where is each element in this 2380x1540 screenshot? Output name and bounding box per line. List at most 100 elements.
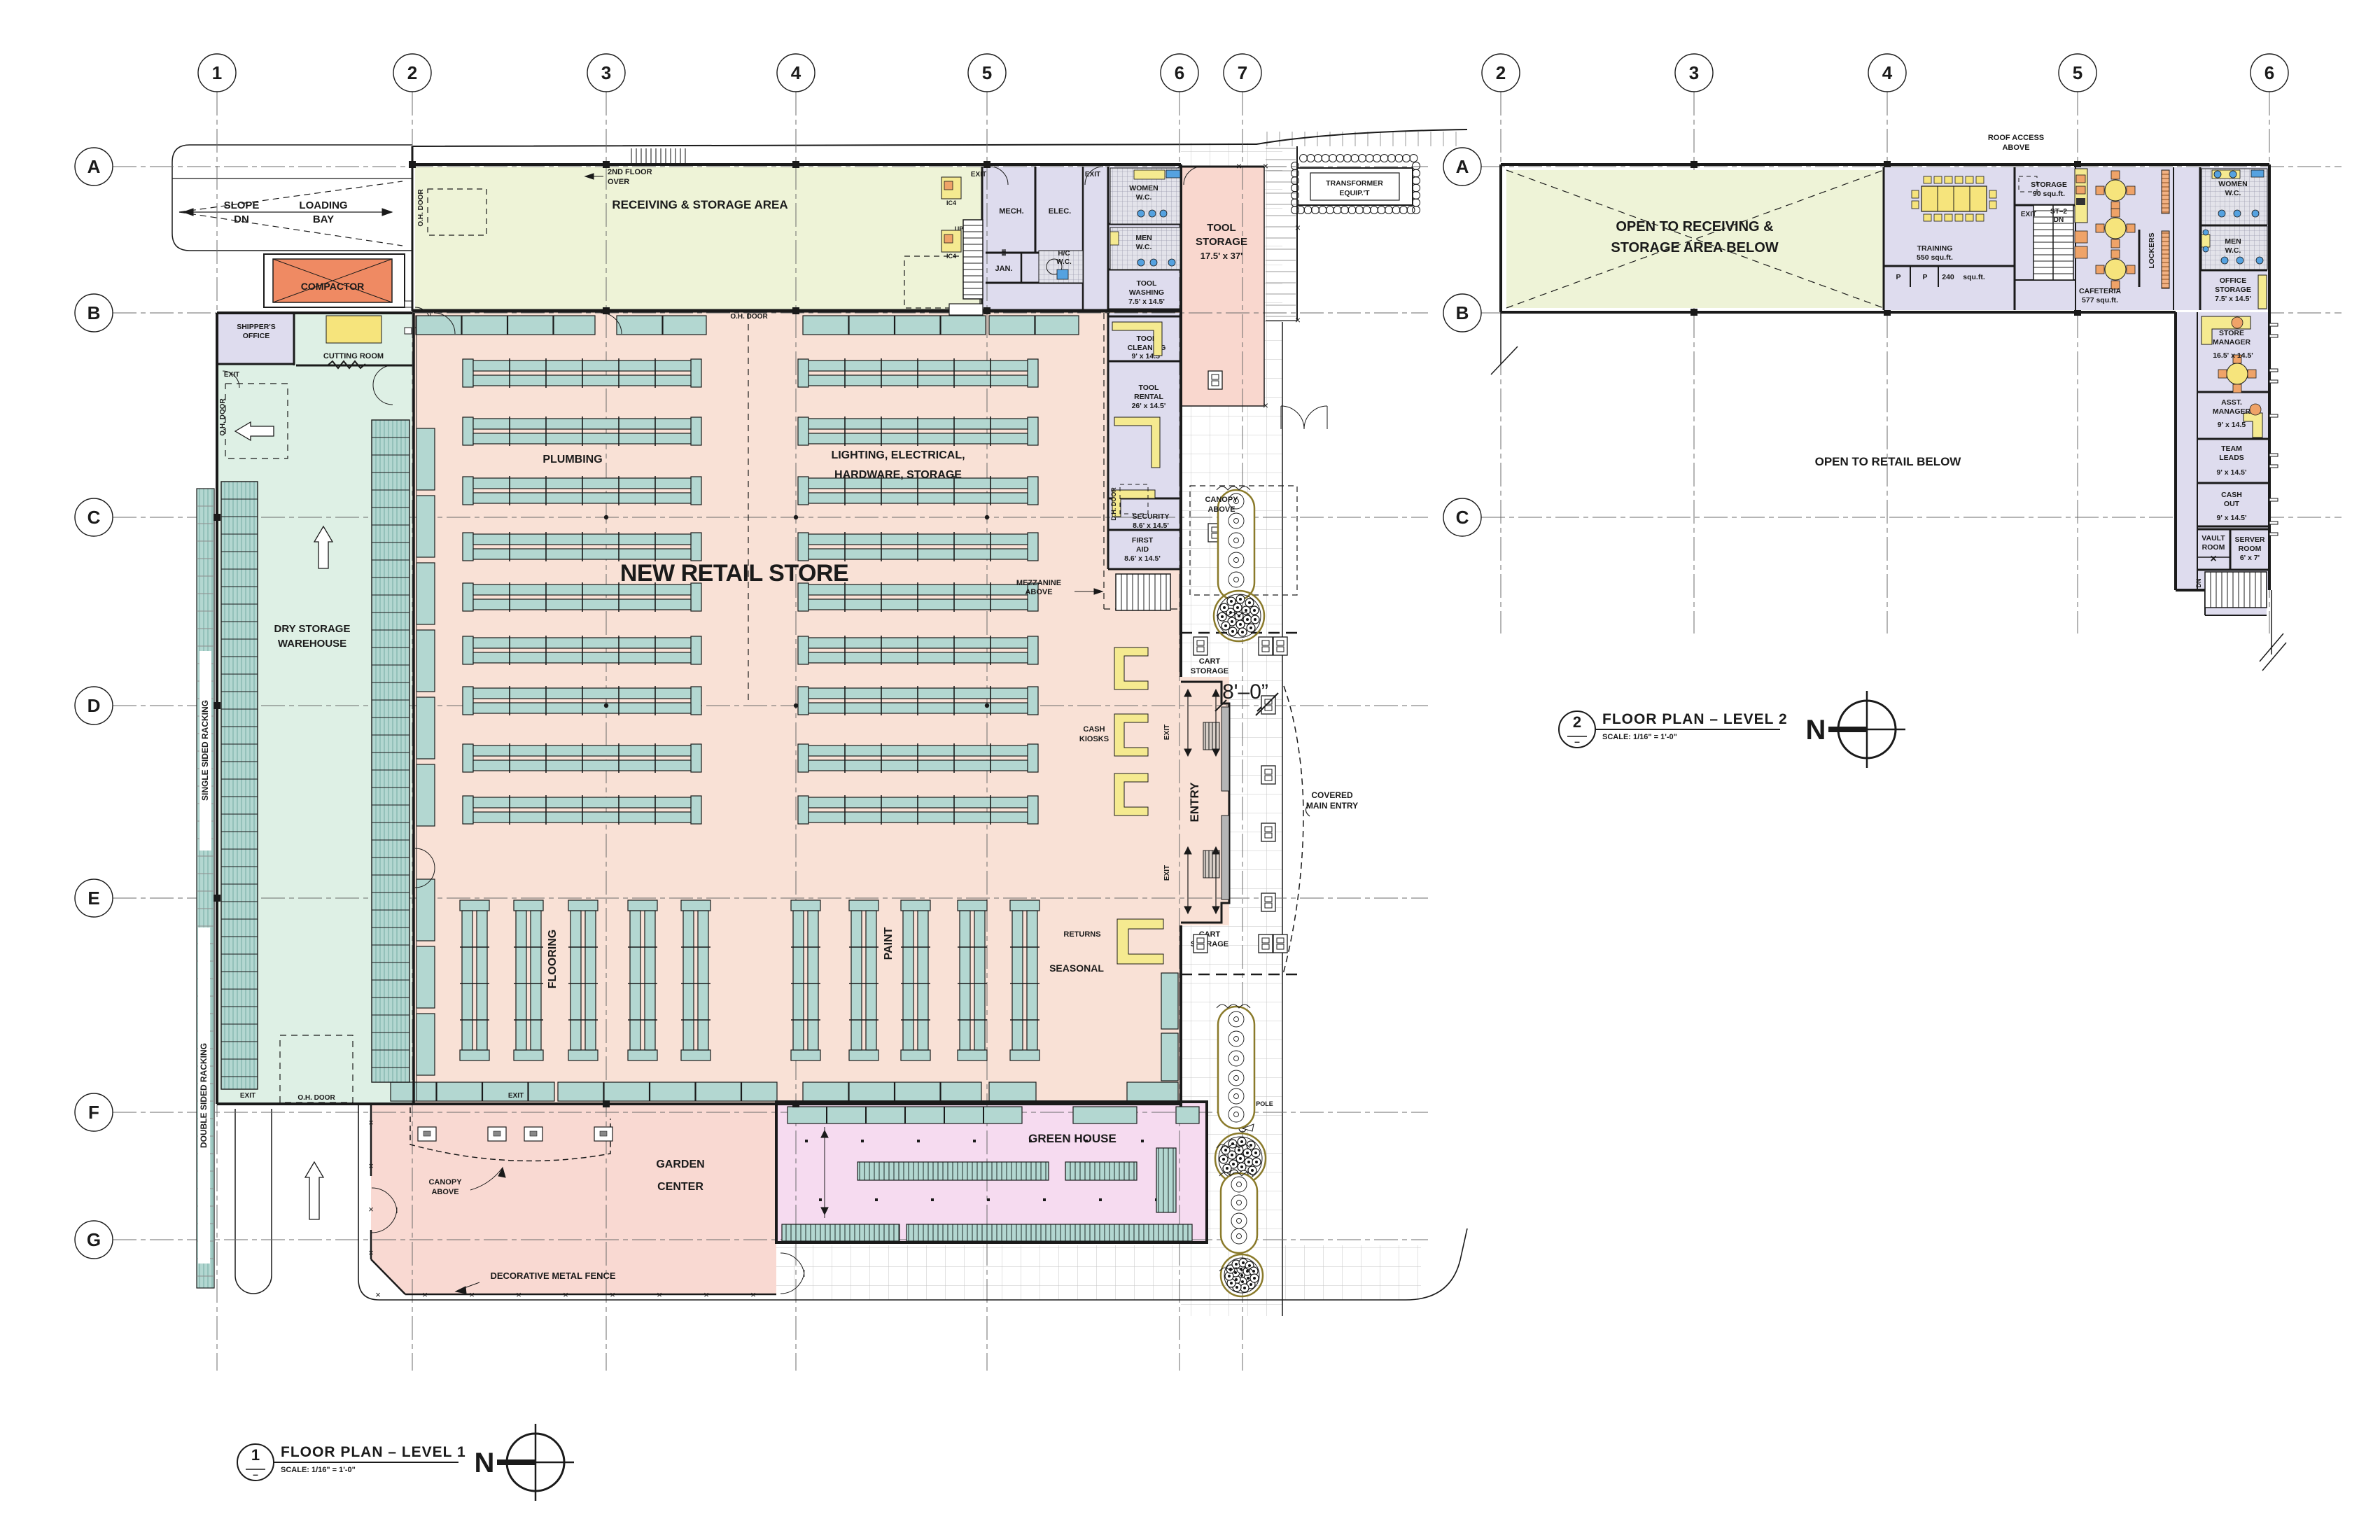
svg-text:ENTRY: ENTRY [1188,782,1201,822]
svg-text:RENTAL: RENTAL [1134,393,1163,401]
svg-text:D: D [88,695,101,716]
svg-text:CART: CART [1199,657,1221,666]
svg-text:×: × [657,1289,662,1300]
svg-text:×: × [368,1204,374,1214]
svg-text:EXIT: EXIT [224,371,239,379]
svg-text:ST–2: ST–2 [2050,208,2067,216]
svg-text:N: N [1806,715,1826,746]
svg-text:OPEN TO RETAIL BELOW: OPEN TO RETAIL BELOW [1815,455,1962,468]
svg-text:6: 6 [2264,62,2274,83]
svg-text:FIRST: FIRST [1132,536,1154,545]
svg-text:O.H. DOOR: O.H. DOOR [219,398,227,436]
svg-text:VAULT: VAULT [2202,534,2225,542]
svg-text:CASH: CASH [1083,725,1105,734]
svg-text:TRAINING: TRAINING [1917,244,1953,253]
svg-text:D.H. DOOR: D.H. DOOR [1110,487,1117,521]
svg-text:TOOL: TOOL [1137,335,1158,343]
svg-text:DOUBLE SIDED RACKING: DOUBLE SIDED RACKING [199,1043,209,1148]
svg-text:SINGLE SIDED RACKING: SINGLE SIDED RACKING [200,700,210,801]
svg-text:RETURNS: RETURNS [1063,930,1100,939]
svg-text:WOMEN: WOMEN [2218,180,2247,188]
svg-text:7: 7 [1238,62,1247,83]
svg-text:TOOL: TOOL [1137,279,1158,288]
svg-text:9' x 14.5': 9' x 14.5' [2217,514,2247,522]
svg-text:squ.ft.: squ.ft. [1963,273,1985,281]
svg-text:NEW RETAIL STORE: NEW RETAIL STORE [620,560,848,587]
svg-text:×: × [368,1117,374,1128]
svg-text:7.5' x 14.5': 7.5' x 14.5' [2215,295,2251,303]
svg-text:CUTTING ROOM: CUTTING ROOM [323,352,384,360]
svg-text:OVER: OVER [608,178,629,186]
svg-text:W.C.: W.C. [1136,193,1152,202]
svg-text:LOADING: LOADING [299,200,347,211]
svg-text:A: A [1456,156,1469,177]
svg-text:MEN: MEN [1135,234,1152,242]
svg-text:×: × [2210,553,2216,565]
svg-text:MANAGER: MANAGER [2213,407,2251,416]
svg-text:LIGHTING, ELECTRICAL,: LIGHTING, ELECTRICAL, [831,449,965,461]
svg-text:AID: AID [1136,545,1149,554]
svg-text:2: 2 [1496,62,1506,83]
svg-text:CENTER: CENTER [657,1181,704,1193]
svg-text:×: × [1295,222,1301,233]
svg-text:17.5' x 37': 17.5' x 37' [1200,251,1242,261]
svg-text:W.C.: W.C. [1136,243,1152,251]
svg-text:ROOM: ROOM [2202,543,2225,552]
svg-text:PLUMBING: PLUMBING [542,454,602,465]
svg-text:F: F [88,1102,99,1123]
svg-text:▓: ▓ [1002,249,1006,256]
svg-text:5: 5 [982,62,992,83]
svg-text:8.6' x 14.5': 8.6' x 14.5' [1124,554,1161,563]
svg-text:3: 3 [601,62,611,83]
svg-text:4: 4 [1882,62,1893,83]
svg-text:4: 4 [791,62,802,83]
svg-text:STORAGE AREA BELOW: STORAGE AREA BELOW [1611,240,1778,255]
svg-text:26' x 14.5': 26' x 14.5' [1132,402,1166,410]
svg-text:ELEC.: ELEC. [1049,207,1071,216]
svg-text:×: × [610,1289,615,1300]
svg-text:N: N [475,1448,495,1478]
svg-text:7.5' x 14.5': 7.5' x 14.5' [1128,298,1165,306]
svg-text:EXIT: EXIT [1163,865,1171,881]
svg-text:TOOL: TOOL [1139,384,1160,392]
svg-text:FLOORING: FLOORING [547,930,559,988]
svg-text:W.C.: W.C. [2225,246,2241,255]
svg-text:6' x 7': 6' x 7' [2240,554,2260,562]
svg-text:5: 5 [2073,62,2082,83]
svg-text:DN: DN [234,214,249,225]
svg-text:ABOVE: ABOVE [2002,144,2029,152]
svg-text:SLOPE: SLOPE [224,200,260,211]
svg-text:A: A [88,156,101,177]
svg-text:TOOL: TOOL [1207,222,1236,234]
svg-text:ABOVE: ABOVE [431,1188,458,1196]
svg-text:B: B [1456,302,1469,323]
svg-text:EQUIP.'T: EQUIP.'T [1339,189,1370,197]
svg-text:WOMEN: WOMEN [1129,184,1158,192]
svg-text:SCALE: 1/16" = 1'-0": SCALE: 1/16" = 1'-0" [1602,733,1677,741]
svg-text:COVERED: COVERED [1311,790,1353,800]
svg-text:2: 2 [1573,713,1581,731]
svg-text:EXIT: EXIT [1085,171,1100,178]
svg-text:CASH: CASH [2221,491,2242,499]
svg-text:BAY: BAY [313,214,334,225]
svg-text:ROOM: ROOM [2239,545,2262,553]
svg-text:OFFICE: OFFICE [243,332,270,340]
svg-text:×: × [516,1289,522,1300]
svg-text:KIOSKS: KIOSKS [1079,735,1109,743]
svg-text:CANOPY: CANOPY [1205,496,1238,504]
svg-text:DN: DN [2195,579,2202,588]
svg-text:550 squ.ft.: 550 squ.ft. [1917,253,1953,262]
svg-text:×: × [1263,160,1268,172]
svg-text:G: G [87,1229,101,1250]
svg-text:×: × [563,1289,568,1300]
svg-text:FLOOR PLAN – LEVEL 2: FLOOR PLAN – LEVEL 2 [1602,711,1788,727]
svg-text:–: – [1574,736,1580,747]
svg-text:2ND FLOOR: 2ND FLOOR [608,168,652,176]
svg-text:–: – [253,1469,258,1480]
svg-text:WAREHOUSE: WAREHOUSE [278,638,346,650]
svg-text:IC4: IC4 [946,253,956,260]
svg-text:LEADS: LEADS [2219,454,2244,462]
svg-text:EXIT: EXIT [508,1092,524,1100]
svg-text:STORAGE: STORAGE [2215,286,2251,294]
svg-text:E: E [88,888,99,909]
